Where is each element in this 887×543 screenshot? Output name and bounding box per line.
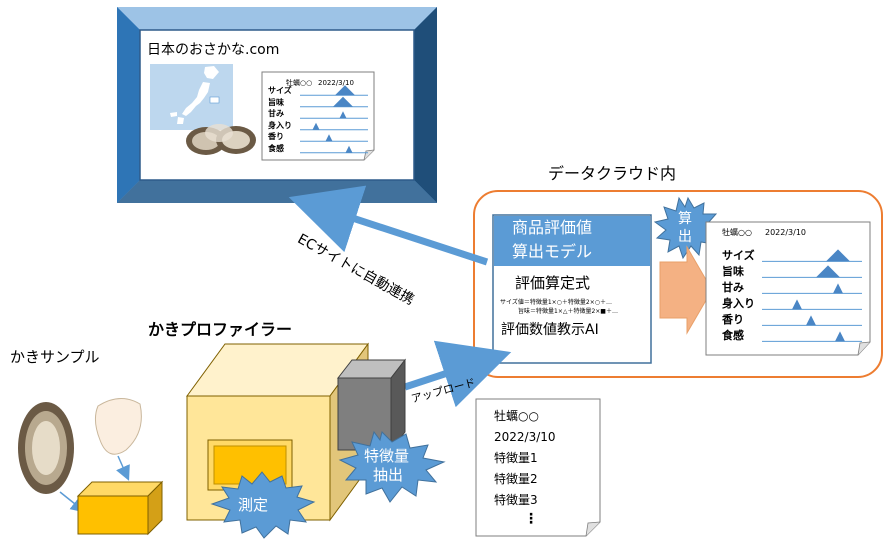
model-header: [494, 216, 650, 266]
report-row-label: 旨味: [268, 97, 284, 107]
report-row-label: サイズ: [722, 249, 755, 263]
cloud-report-header: 牡蠣○○: [722, 228, 752, 237]
report-row-label: 旨味: [722, 265, 744, 279]
measure-burst: [210, 471, 316, 539]
sample-label: かきサンプル: [10, 348, 100, 366]
cloud-report-date: 2022/3/10: [765, 228, 807, 237]
formula-title: 評価算定式: [515, 274, 591, 292]
website-report-date: 2022/3/10: [318, 79, 354, 87]
cloud-report-card: [705, 221, 871, 356]
extract-burst: [338, 430, 446, 503]
measure-label: 測定: [238, 496, 269, 514]
website-report-header: 牡蠣○○: [286, 79, 313, 87]
model-title-line2: 算出モデル: [512, 242, 593, 261]
rating-marker: [335, 85, 355, 96]
sample-oysters: [18, 398, 142, 494]
rating-marker: [826, 249, 850, 262]
rating-marker: [325, 134, 333, 142]
report-row-label: 身入り: [268, 120, 292, 130]
japan-map: [150, 64, 233, 130]
feature-doc-line-3: 特徴量1: [494, 451, 538, 465]
feature-document: [475, 398, 601, 537]
rating-marker: [835, 331, 845, 342]
extract-label-2: 抽出: [373, 466, 404, 484]
report-row-label: 甘み: [268, 109, 284, 119]
cloud-title: データクラウド内: [548, 164, 677, 183]
calc-label-2: 出: [678, 229, 692, 245]
profiler-title: かきプロファイラー: [148, 320, 293, 339]
upload-arrow: [403, 340, 512, 408]
report-row-label: 香り: [268, 132, 284, 142]
feature-doc-line-2: 2022/3/10: [494, 430, 556, 444]
ec-arrow: [288, 185, 489, 266]
formula-line-2: 旨味＝特徴量1×△＋特徴量2×■＋…: [518, 308, 618, 315]
sample-tray: [76, 480, 164, 536]
website-title[interactable]: 日本のおさかな.com: [147, 42, 280, 58]
feature-doc-line-5: 特徴量3: [494, 493, 538, 507]
feature-doc-line-6: ⋮: [524, 511, 538, 527]
sample-arrow-2: [116, 455, 130, 481]
rating-marker: [345, 145, 353, 153]
report-row-label: 食感: [268, 143, 284, 153]
ai-label: 評価数値教示AI: [501, 322, 599, 338]
report-row-label: 食感: [722, 329, 744, 343]
report-row-label: 香り: [722, 313, 744, 327]
sample-arrow-1: [59, 491, 86, 513]
feature-doc-line-1: 牡蠣○○: [494, 409, 539, 423]
report-row-label: 甘み: [722, 281, 744, 295]
rating-marker: [339, 111, 347, 119]
report-row-label: 身入り: [722, 297, 755, 311]
feature-doc-line-4: 特徴量2: [494, 472, 538, 486]
website-oyster-image: [186, 124, 256, 155]
rating-marker: [312, 122, 320, 130]
calc-burst: [653, 196, 720, 260]
rating-marker: [792, 299, 802, 310]
extract-label-1: 特徴量: [364, 447, 410, 465]
report-row-label: サイズ: [268, 86, 292, 96]
peach-arrow: [659, 245, 713, 335]
rating-marker: [806, 315, 816, 326]
calc-label-1: 算: [678, 211, 692, 227]
formula-line-1: サイズ値＝特徴量1×○＋特徴量2×○＋…: [500, 299, 612, 306]
model-title-line1: 商品評価値: [512, 218, 593, 237]
rating-marker: [333, 96, 353, 107]
rating-marker: [816, 265, 840, 278]
rating-marker: [833, 283, 843, 294]
